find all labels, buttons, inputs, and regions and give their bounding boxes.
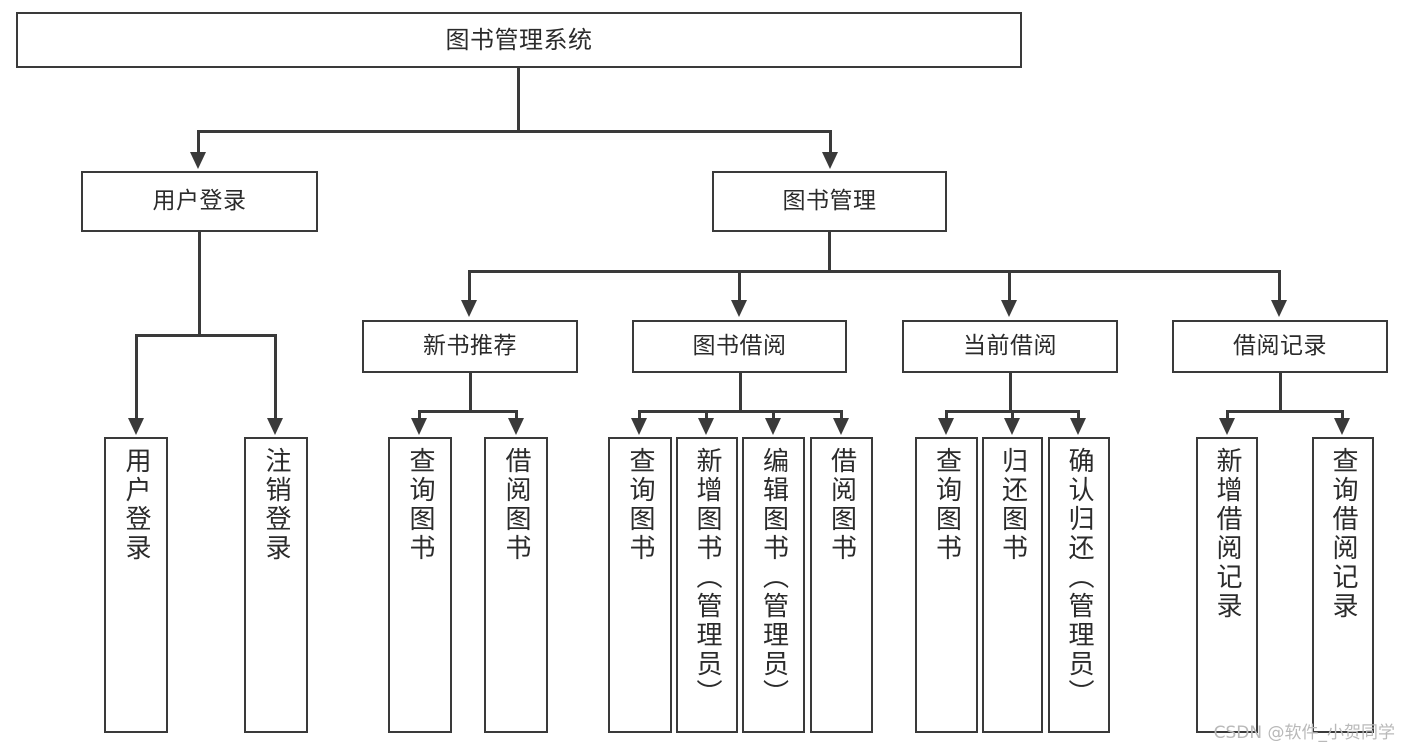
edge-book-borrow-bus: [638, 410, 843, 413]
edge-new-book-rec-to-leaf-1: [515, 410, 518, 420]
edge-user-login-bus: [135, 334, 276, 337]
arrow-to-leaf-query-record: [1334, 418, 1350, 435]
edge-book-borrow-stem: [739, 373, 742, 412]
arrow-to-borrow-record: [1271, 300, 1287, 317]
edge-current-borrow-to-leaf-1: [1011, 410, 1014, 420]
node-label: 图书借阅: [692, 333, 787, 360]
arrow-to-leaf-user-login: [128, 418, 144, 435]
arrow-to-leaf-user-logout: [267, 418, 283, 435]
edge-book-mgmt-to-borrow-record: [1278, 270, 1281, 302]
node-current-borrow[interactable]: 当前借阅: [902, 320, 1118, 373]
edge-current-borrow-to-leaf-2: [1077, 410, 1080, 420]
edge-book-mgmt-to-book-borrow: [738, 270, 741, 302]
node-book-borrow[interactable]: 图书借阅: [632, 320, 847, 373]
edge-new-book-rec-stem: [469, 373, 472, 412]
node-leaf-user-logout[interactable]: 注销登录: [244, 437, 308, 733]
node-leaf-user-login[interactable]: 用户登录: [104, 437, 168, 733]
edge-book-mgmt-to-new-book-rec: [468, 270, 471, 302]
edge-borrow-record-bus: [1226, 410, 1343, 413]
node-label: 新书推荐: [423, 333, 517, 360]
node-root-图书管理系统[interactable]: 图书管理系统: [16, 12, 1022, 68]
node-label: 借阅记录: [1233, 333, 1327, 360]
node-label: 当前借阅: [963, 333, 1057, 360]
arrow-to-current-borrow: [1001, 300, 1017, 317]
node-leaf-query-book-2[interactable]: 查询图书: [608, 437, 672, 733]
arrow-to-leaf-query-book-1: [411, 418, 427, 435]
node-label: 用户登录: [152, 188, 247, 215]
node-label: 新增图书（管理员）: [692, 447, 722, 708]
edge-current-borrow-stem: [1009, 373, 1012, 412]
arrow-to-user-login: [190, 152, 206, 169]
node-label: 确认归还（管理员）: [1064, 447, 1094, 708]
node-book-mgmt[interactable]: 图书管理: [712, 171, 947, 232]
node-leaf-add-record[interactable]: 新增借阅记录: [1196, 437, 1258, 733]
edge-user-login-to-leaf-0: [135, 334, 138, 420]
edge-book-mgmt-to-current-borrow: [1008, 270, 1011, 302]
node-label: 查询借阅记录: [1328, 447, 1358, 621]
node-leaf-borrow-book-2[interactable]: 借阅图书: [810, 437, 873, 733]
edge-root-bus: [197, 130, 831, 133]
arrow-to-new-book-rec: [461, 300, 477, 317]
edge-borrow-record-to-leaf-1: [1341, 410, 1344, 420]
arrow-to-leaf-query-book-2: [631, 418, 647, 435]
edge-book-mgmt-stem: [828, 232, 831, 272]
edge-user-login-to-leaf-1: [274, 334, 277, 420]
edge-book-borrow-to-leaf-0: [638, 410, 641, 420]
node-label: 用户登录: [121, 447, 151, 563]
edge-root-to-book-mgmt: [829, 130, 832, 154]
arrow-to-leaf-borrow-book-1: [508, 418, 524, 435]
node-leaf-query-record[interactable]: 查询借阅记录: [1312, 437, 1374, 733]
node-leaf-return-book[interactable]: 归还图书: [982, 437, 1043, 733]
edge-current-borrow-to-leaf-0: [945, 410, 948, 420]
arrow-to-leaf-query-book-3: [938, 418, 954, 435]
node-new-book-rec[interactable]: 新书推荐: [362, 320, 578, 373]
node-leaf-add-book[interactable]: 新增图书（管理员）: [676, 437, 738, 733]
arrow-to-book-borrow: [731, 300, 747, 317]
node-user-login[interactable]: 用户登录: [81, 171, 318, 232]
arrow-to-book-mgmt: [822, 152, 838, 169]
edge-book-borrow-to-leaf-1: [705, 410, 708, 420]
node-label: 借阅图书: [501, 447, 531, 563]
node-leaf-query-book-1[interactable]: 查询图书: [388, 437, 452, 733]
node-leaf-confirm-return[interactable]: 确认归还（管理员）: [1048, 437, 1110, 733]
arrow-to-leaf-borrow-book-2: [833, 418, 849, 435]
edge-user-login-stem: [198, 232, 201, 336]
node-leaf-query-book-3[interactable]: 查询图书: [915, 437, 978, 733]
edge-root-to-user-login: [197, 130, 200, 154]
node-label: 借阅图书: [826, 447, 857, 563]
edge-book-borrow-to-leaf-3: [840, 410, 843, 420]
arrow-to-leaf-return-book: [1004, 418, 1020, 435]
arrow-to-leaf-add-book: [698, 418, 714, 435]
edge-book-mgmt-bus: [468, 270, 1280, 273]
edge-book-borrow-to-leaf-2: [772, 410, 775, 420]
node-label: 查询图书: [625, 447, 655, 563]
arrow-to-leaf-edit-book: [765, 418, 781, 435]
node-label: 归还图书: [997, 447, 1028, 563]
node-label: 查询图书: [405, 447, 435, 563]
node-label: 注销登录: [261, 447, 291, 563]
node-label: 图书管理系统: [445, 26, 593, 54]
arrow-to-leaf-confirm-return: [1070, 418, 1086, 435]
edge-borrow-record-to-leaf-0: [1226, 410, 1229, 420]
node-label: 编辑图书（管理员）: [758, 447, 789, 708]
node-label: 新增借阅记录: [1212, 447, 1242, 621]
edge-new-book-rec-bus: [418, 410, 518, 413]
edge-new-book-rec-to-leaf-0: [418, 410, 421, 420]
arrow-to-leaf-add-record: [1219, 418, 1235, 435]
node-borrow-record[interactable]: 借阅记录: [1172, 320, 1388, 373]
node-leaf-borrow-book-1[interactable]: 借阅图书: [484, 437, 548, 733]
node-label: 图书管理: [782, 188, 877, 215]
node-label: 查询图书: [931, 447, 962, 563]
node-leaf-edit-book[interactable]: 编辑图书（管理员）: [742, 437, 805, 733]
edge-borrow-record-stem: [1279, 373, 1282, 412]
edge-root-stem: [517, 68, 520, 132]
